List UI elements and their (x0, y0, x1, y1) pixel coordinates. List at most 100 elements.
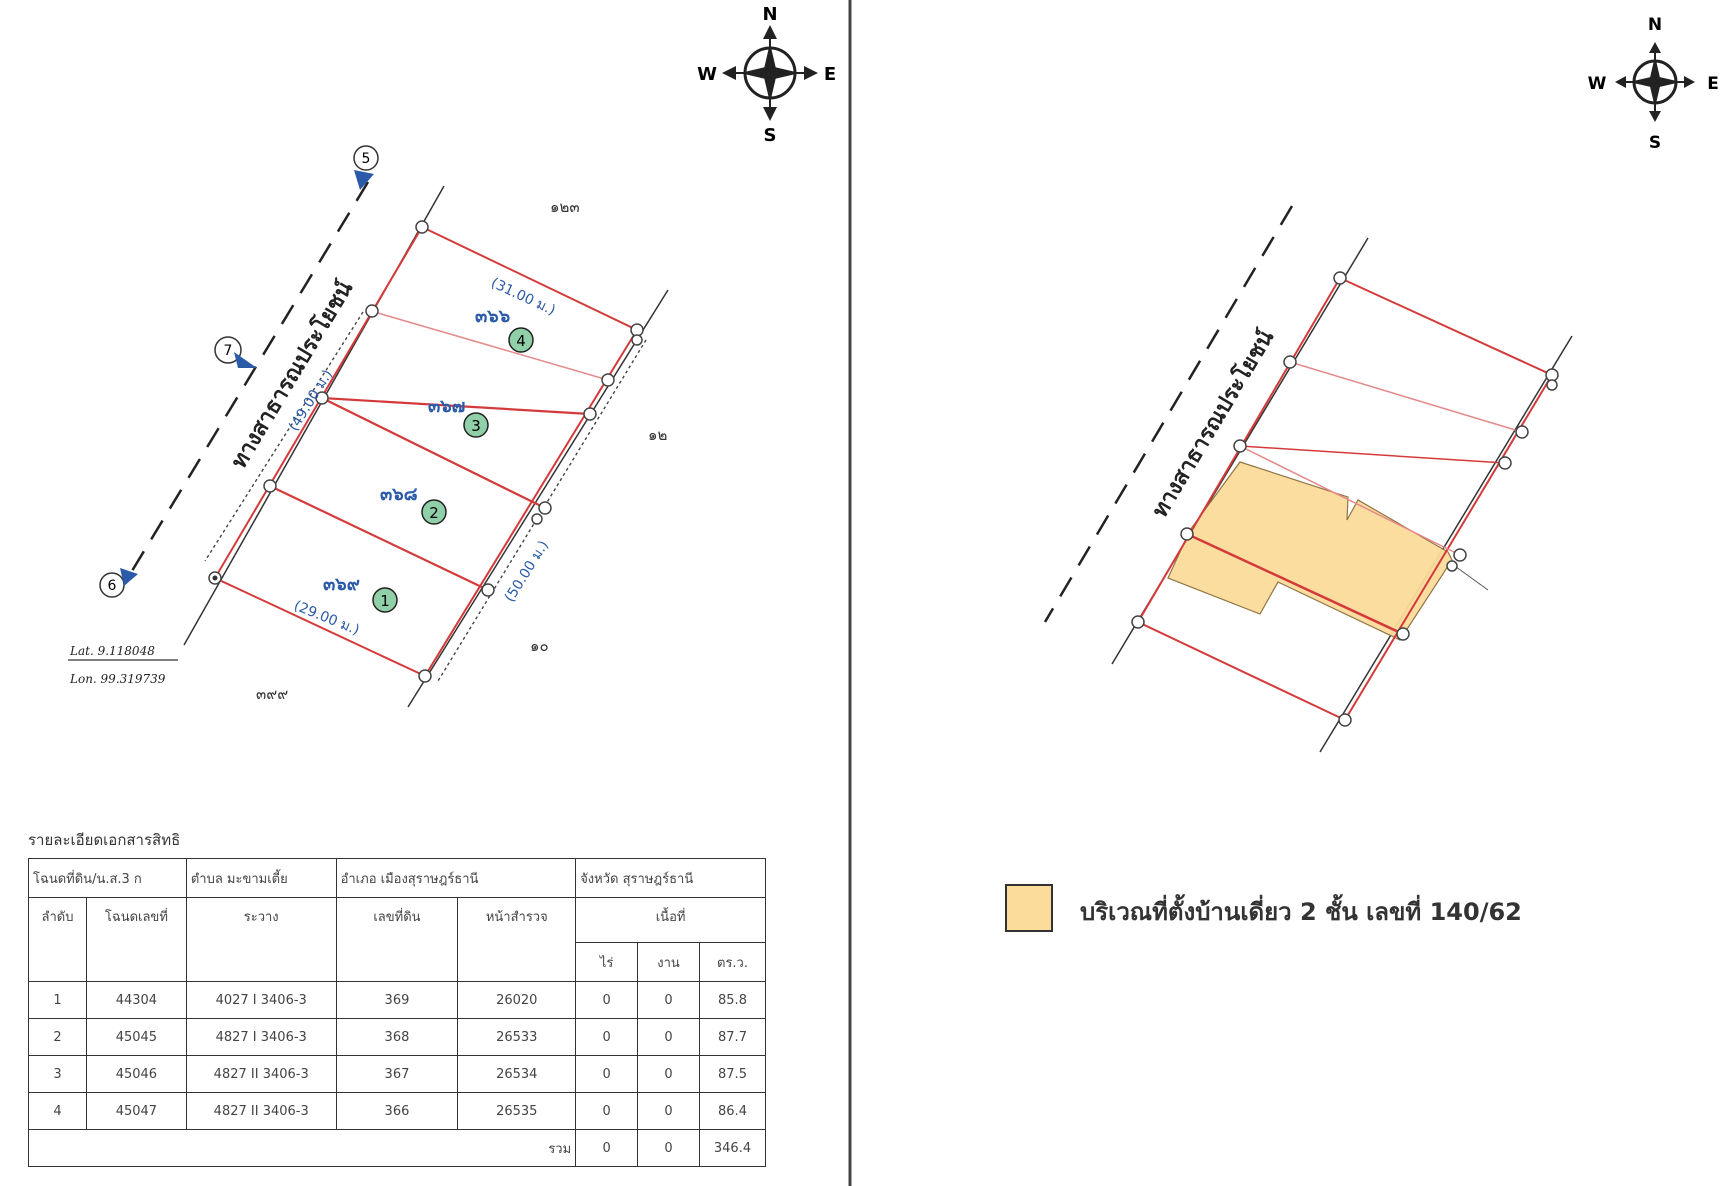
compass-e-right: E (1707, 74, 1719, 94)
parcel-circle-4: 4 (508, 327, 534, 353)
cell-order: 1 (28, 981, 87, 1019)
table-row: 4 45047 4827 II 3406-3 366 26535 0 0 86.… (28, 1092, 766, 1130)
cell-sheet: 4827 II 3406-3 (185, 1092, 337, 1130)
svg-text:2: 2 (429, 504, 439, 522)
total-label: รวม (27, 1129, 577, 1167)
cell-survey: 26534 (457, 1055, 577, 1093)
marker-7: 7 (214, 336, 257, 368)
col-sheet: ระวาง (185, 897, 337, 982)
table-row: 1 44304 4027 I 3406-3 369 26020 0 0 85.8 (28, 981, 766, 1019)
cell-order: 4 (28, 1092, 87, 1130)
cell-survey: 26020 (457, 981, 577, 1019)
svg-text:4: 4 (516, 332, 526, 350)
cell-deed: 45046 (85, 1055, 187, 1093)
cell-deed: 45047 (85, 1092, 187, 1130)
compass-e: E (824, 64, 836, 85)
cell-land: 369 (335, 981, 459, 1019)
legend-text: บริเวณที่ตั้งบ้านเดี่ยว 2 ชั้น เลขที่ 14… (1080, 898, 1522, 926)
svg-text:7: 7 (224, 343, 233, 359)
parcel-circle-2: 2 (421, 499, 447, 525)
house-footprint (1167, 461, 1453, 641)
parcel-no-2: ๓๖๘ (380, 484, 418, 505)
cell-survey: 26533 (457, 1018, 577, 1056)
cell-order: 3 (28, 1055, 87, 1093)
doc-type-cell: โฉนดที่ดิน/น.ส.3 ก (28, 858, 187, 898)
cell-rai: 0 (575, 981, 639, 1019)
table-total-row: รวม 0 0 346.4 (27, 1129, 766, 1167)
compass-s-right: S (1649, 133, 1661, 153)
marker-5: 5 (353, 145, 379, 190)
svg-text:3: 3 (471, 417, 481, 435)
reference-point (212, 575, 218, 581)
subdistrict-cell: ตำบล มะขามเตี้ย (185, 858, 337, 898)
cell-land: 367 (335, 1055, 459, 1093)
col-ngan: งาน (637, 942, 700, 982)
parcel-no-3: ๓๖๗ (428, 396, 465, 417)
parcel-no-4: ๓๖๖ (475, 306, 510, 327)
svg-text:1: 1 (380, 592, 390, 610)
district-cell: อำเภอ เมืองสุราษฎร์ธานี (335, 858, 577, 898)
compass-w-right: W (1588, 74, 1607, 94)
cell-rai: 0 (575, 1092, 639, 1130)
boundary-pegs (208, 220, 644, 683)
road-centerline-right (1043, 205, 1294, 623)
cell-wa: 85.8 (699, 981, 766, 1019)
cell-rai: 0 (575, 1055, 639, 1093)
dim-right: (50.00 ม.) (502, 538, 552, 605)
cell-wa: 87.7 (699, 1018, 766, 1056)
cell-land: 368 (335, 1018, 459, 1056)
parcel-boundaries (213, 226, 639, 678)
cell-ngan: 0 (637, 1055, 700, 1093)
compass-n-right: N (1648, 15, 1662, 35)
cell-sheet: 4027 I 3406-3 (185, 981, 337, 1019)
compass-rose-icon (1615, 42, 1695, 122)
col-area: เนื้อที่ (575, 897, 766, 943)
col-deed: โฉนดเลขที่ (85, 897, 187, 982)
boundary-pegs-right (1131, 271, 1559, 727)
road-centerline (116, 181, 370, 595)
col-rai: ไร่ (575, 942, 639, 982)
neighbor-label-top: ๑๒๓ (550, 198, 580, 216)
cell-wa: 87.5 (699, 1055, 766, 1093)
svg-text:5: 5 (362, 151, 371, 167)
compass-rose-icon (722, 25, 818, 121)
deed-table-title: รายละเอียดเอกสารสิทธิ (28, 831, 181, 849)
cell-deed: 44304 (85, 981, 187, 1019)
deed-table: โฉนดที่ดิน/น.ส.3 ก ตำบล มะขามเตี้ย อำเภอ… (27, 858, 766, 1167)
svg-text:6: 6 (108, 578, 117, 594)
cell-ngan: 0 (637, 981, 700, 1019)
compass-n: N (762, 4, 777, 25)
province-cell: จังหวัด สุราษฎร์ธานี (575, 858, 766, 898)
total-ngan: 0 (637, 1129, 700, 1167)
col-survey: หน้าสำรวจ (457, 897, 577, 982)
cell-wa: 86.4 (699, 1092, 766, 1130)
cell-ngan: 0 (637, 1018, 700, 1056)
col-wa: ตร.ว. (699, 942, 766, 982)
table-row: 3 45046 4827 II 3406-3 367 26534 0 0 87.… (28, 1055, 766, 1093)
cell-survey: 26535 (457, 1092, 577, 1130)
col-order: ลำดับ (28, 897, 87, 982)
parcel-circle-3: 3 (463, 412, 489, 438)
cell-rai: 0 (575, 1018, 639, 1056)
cell-ngan: 0 (637, 1092, 700, 1130)
legend-swatch (1005, 884, 1053, 932)
table-row: 2 45045 4827 I 3406-3 368 26533 0 0 87.7 (28, 1018, 766, 1056)
cell-sheet: 4827 II 3406-3 (185, 1055, 337, 1093)
parcel-no-1: ๓๖๙ (323, 574, 360, 595)
compass-w: W (697, 64, 717, 85)
extension-line (407, 289, 669, 708)
total-rai: 0 (575, 1129, 639, 1167)
neighbor-label-bottom-right: ๑๐ (530, 637, 549, 655)
marker-6: 6 (99, 568, 138, 598)
col-land-no: เลขที่ดิน (335, 897, 459, 982)
total-wa: 346.4 (699, 1129, 766, 1167)
dim-line (204, 311, 364, 562)
lat-label: Lat. 9.118048 (69, 644, 155, 658)
cell-order: 2 (28, 1018, 87, 1056)
neighbor-label-right: ๑๒ (648, 426, 667, 444)
compass-s: S (764, 125, 777, 146)
cell-sheet: 4827 I 3406-3 (185, 1018, 337, 1056)
extension-line (1319, 335, 1573, 753)
parcel-circle-1: 1 (372, 587, 398, 613)
